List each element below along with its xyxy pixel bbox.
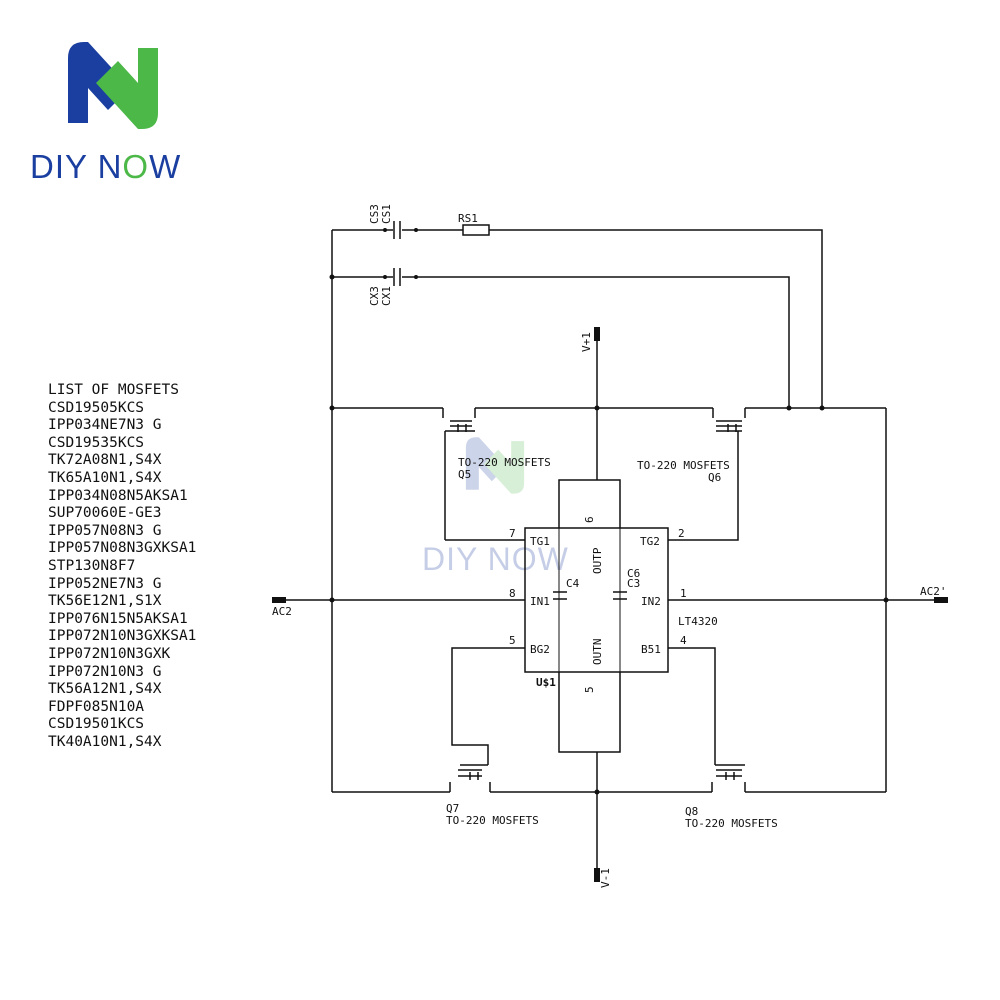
q7-ref: Q7 [446,802,459,815]
q6-type: TO-220 MOSFETS [637,459,730,472]
pin-label-outn: OUTN [591,639,604,666]
pin-label-in1: IN1 [530,595,550,608]
mosfet-list-item: IPP034N08N5AKSA1 [48,487,188,504]
vminus-label: V-1 [599,868,612,888]
brand-name: DIY NOW [30,148,182,185]
ac2-label: AC2 [272,605,292,618]
vplus-label: V+1 [580,332,593,352]
mosfet-list-item: TK40A10N1,S4X [48,733,162,750]
mosfet-list-item: CSD19501KCS [48,716,145,733]
cap-label-cx3: CX3 [368,286,381,306]
pin-num-5: 5 [509,634,516,647]
mosfet-list-item: TK56A12N1,S4X [48,681,162,698]
ic-ref: U$1 [536,676,556,689]
pin-num-2: 2 [678,527,685,540]
q7-type: TO-220 MOSFETS [446,814,539,827]
cap-label-cs1: CS1 [380,204,393,224]
q5-ref: Q5 [458,468,471,481]
watermark-logo-icon [465,437,525,494]
ic-part: LT4320 [678,615,718,628]
mosfet-list-item: IPP034NE7N3 G [48,417,162,434]
mosfet-list-item: CSD19535KCS [48,434,145,451]
mosfet-list-item: IPP052NE7N3 G [48,575,162,592]
cap-label-c6: C6 [627,567,640,580]
cap-label-c3: C3 [627,577,640,590]
mosfet-list-item: STP130N8F7 [48,557,136,574]
pin-num-1: 1 [680,587,687,600]
mosfet-list-item: IPP057N08N3 G [48,522,162,539]
cap-label-cx1: CX1 [380,286,393,306]
mosfet-list-item: TK72A08N1,S4X [48,452,162,469]
q8-ref: Q8 [685,805,698,818]
mosfet-list-item: CSD19505KCS [48,399,145,416]
pin-num-7: 7 [509,527,516,540]
pin-label-outp: OUTP [591,547,604,574]
mosfet-list-item: IPP072N10N3GXKSA1 [48,628,197,645]
mosfet-list-item: FDPF085N10A [48,698,145,715]
pin-label-in2: IN2 [641,595,661,608]
pin-num-4: 4 [680,634,687,647]
cap-label-c4: C4 [566,577,580,590]
pin-label-tg2: TG2 [640,535,660,548]
mosfet-list-item: IPP072N10N3GXK [48,645,171,662]
mosfet-list-item: TK65A10N1,S4X [48,469,162,486]
cap-label-cs3: CS3 [368,204,381,224]
mosfet-list-title: LIST OF MOSFETS [48,382,179,398]
mosfet-list: LIST OF MOSFETS CSD19505KCS IPP034NE7N3 … [48,382,196,751]
pin-label-bs1: B51 [641,643,661,656]
pin-num-6: 6 [583,516,596,523]
mosfet-list-item: SUP70060E-GE3 [48,505,162,522]
mosfet-list-item: IPP072N10N3 G [48,663,162,680]
pin-num-5b: 5 [583,686,596,693]
mosfet-list-item: IPP076N15N5AKSA1 [48,610,188,627]
q5-type: TO-220 MOSFETS [458,456,551,469]
mosfet-list-item: TK56E12N1,S1X [48,593,162,610]
q8-type: TO-220 MOSFETS [685,817,778,830]
q6-ref: Q6 [708,471,721,484]
pin-num-8: 8 [509,587,516,600]
pin-label-tg1: TG1 [530,535,550,548]
ac2-prime-label: AC2' [920,585,947,598]
brand-logo-icon [68,42,158,129]
pin-label-bg2: BG2 [530,643,550,656]
mosfet-list-item: IPP057N08N3GXKSA1 [48,540,197,557]
watermark-text: DIY NOW [422,541,569,577]
resistor-label-rs1: RS1 [458,212,478,225]
